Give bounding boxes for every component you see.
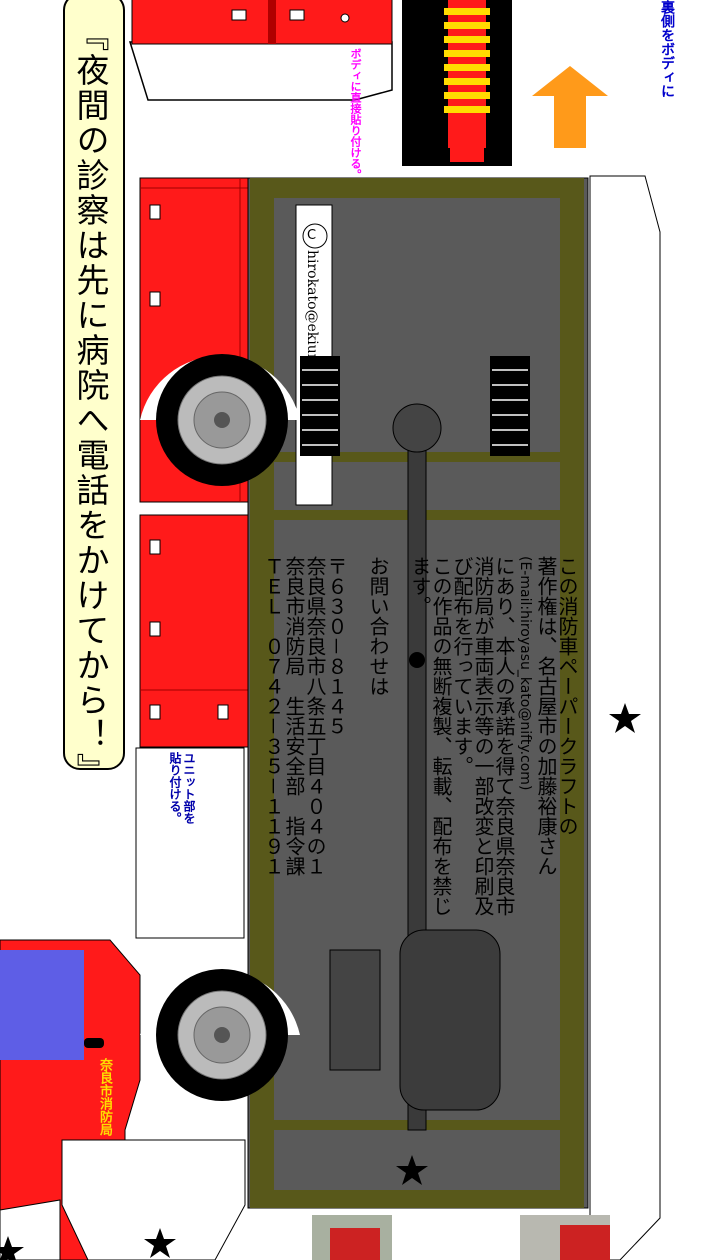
wheel-icon	[140, 969, 300, 1101]
body-attach-label: ボディに直接貼り付ける。	[349, 48, 362, 180]
info-line: 消防局が車両表示等の一部改変と印刷及	[471, 556, 495, 916]
fuel-tank	[399, 929, 501, 1111]
station-name: 奈良市消防局	[97, 1058, 112, 1136]
credit-text: hirokato@ekiura	[304, 250, 320, 369]
star-icon	[144, 1228, 176, 1258]
unit-number: 52	[97, 1148, 115, 1169]
unit-attach-line-2: 貼り付ける。	[168, 752, 182, 824]
info-text-block: この消防車ペーパークラフトの 著作権は、名古屋市の加藤裕康さん (E-mail:…	[261, 556, 579, 1216]
info-line: 奈良県奈良市八条五丁目４０４の１	[303, 556, 327, 876]
copyright-icon	[302, 223, 328, 249]
info-line	[346, 556, 367, 1216]
info-line: この消防車ペーパークラフトの	[555, 556, 579, 836]
credit-symbol: C	[307, 228, 317, 243]
info-line: (E-mail:hiroyasu_kato@nifty.com)	[517, 556, 533, 791]
unit-attach-label: ユニット部を 貼り付ける。	[168, 752, 196, 824]
star-icon	[609, 703, 641, 733]
info-line: 著作権は、名古屋市の加藤裕康さん	[534, 556, 558, 876]
arrow-up-icon	[532, 66, 608, 148]
info-line: この作品の無断複製、転載、配布を禁じ	[429, 556, 453, 916]
info-line: ＴＥＬ ０７４２－３５－１１９１	[261, 556, 285, 876]
banner-box	[63, 0, 125, 770]
wheel-icon	[140, 354, 300, 486]
star-icon	[396, 1155, 428, 1185]
info-line: お問い合わせは	[366, 556, 390, 696]
banner-text: 『夜間の診察は先に病院へ電話をかけてから！』	[71, 18, 110, 788]
info-line: ます。	[408, 556, 432, 616]
back-side-label: 裏側をボディに	[659, 0, 675, 98]
info-line	[388, 556, 409, 1216]
info-line: 〒６３０－８１４５	[324, 556, 348, 736]
info-line: にあり、本人の承諾を得て奈良県奈良市	[492, 556, 516, 916]
top-red-panel	[131, 0, 393, 45]
credit-handle: hirokato@ekiura	[304, 250, 320, 369]
unit-attach-line-1: ユニット部を	[182, 752, 196, 824]
info-line: び配布を行っています。	[450, 556, 474, 776]
star-icon	[0, 1236, 24, 1260]
info-line: 奈良市消防局 生活安全部 指令課	[282, 556, 306, 876]
